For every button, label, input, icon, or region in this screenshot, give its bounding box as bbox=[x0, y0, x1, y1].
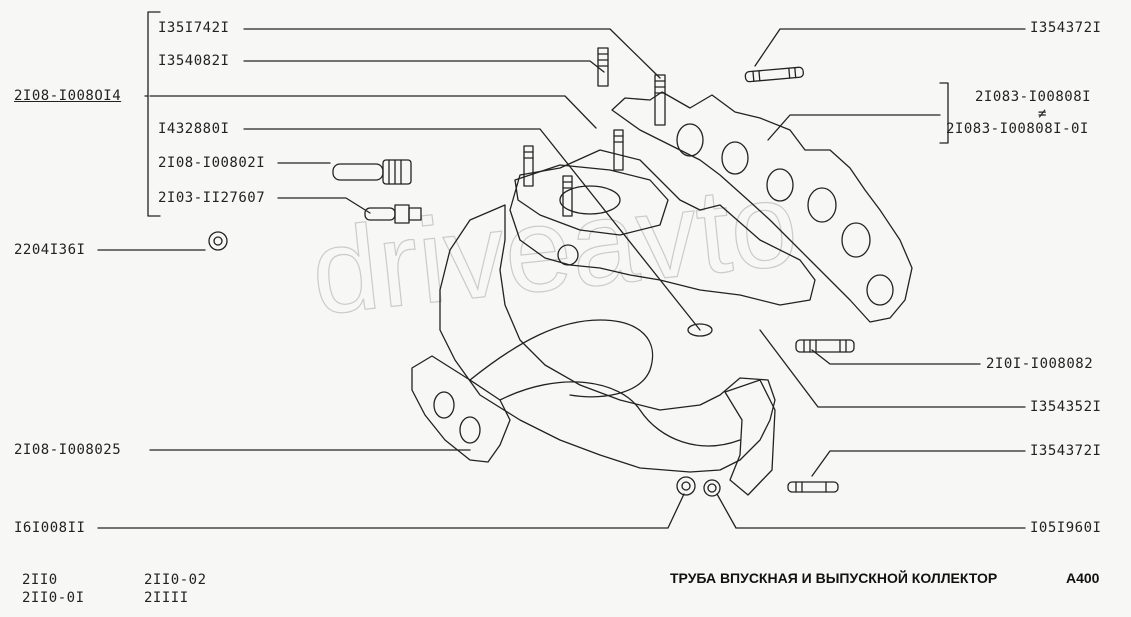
carb-flange bbox=[514, 164, 669, 236]
fitting bbox=[332, 159, 412, 185]
manifold-body bbox=[509, 149, 816, 306]
leader-1354352 bbox=[759, 329, 1026, 408]
manifold-outline bbox=[439, 204, 776, 473]
stud-5 bbox=[613, 129, 624, 171]
leader-1610081 bbox=[97, 493, 685, 529]
stud-2 bbox=[654, 74, 666, 126]
part-label-2108-1008014[interactable]: 2I08-I008OI4 bbox=[14, 88, 122, 104]
stud-right-bottom bbox=[787, 481, 839, 493]
leader-1354372-bottom bbox=[811, 450, 1026, 477]
part-label-2108-1008021[interactable]: 2I08-I00802I bbox=[158, 155, 266, 171]
lower-bracket bbox=[724, 379, 776, 496]
leader-1354372-top bbox=[754, 28, 1026, 67]
stud-4 bbox=[562, 175, 573, 217]
right-bracket bbox=[939, 82, 949, 144]
model-2110-01: 2II0-0I bbox=[22, 590, 85, 606]
part-label-1351742[interactable]: I35I742I bbox=[158, 20, 230, 36]
small-stud bbox=[364, 204, 422, 224]
model-2110-02: 2II0-02 bbox=[144, 572, 207, 588]
part-label-1051960[interactable]: I05I960I bbox=[1030, 520, 1102, 536]
part-label-2204136[interactable]: 2204I36I bbox=[14, 242, 86, 258]
part-label-1610081[interactable]: I6I008II bbox=[14, 520, 86, 536]
leader-2108-1008014 bbox=[149, 95, 597, 129]
part-label-1354352[interactable]: I354352I bbox=[1030, 399, 1102, 415]
part-label-21083-1008081[interactable]: 2I083-I00808I bbox=[975, 89, 1092, 105]
leader-1354082 bbox=[243, 60, 605, 73]
alt-symbol: ≠ bbox=[1038, 106, 1047, 122]
exhaust-gasket bbox=[611, 91, 913, 323]
leader-21083-1008081 bbox=[767, 114, 941, 141]
part-label-1432880[interactable]: I432880I bbox=[158, 121, 230, 137]
washer bbox=[208, 231, 228, 251]
outlet-flange bbox=[411, 355, 511, 463]
stud-3 bbox=[523, 145, 534, 187]
leader-1351742 bbox=[243, 28, 661, 79]
stud-right-mid bbox=[795, 339, 855, 353]
model-2111: 2IIII bbox=[144, 590, 189, 606]
diagram-title: ТРУБА ВПУСКНАЯ И ВЫПУСКНОЙ КОЛЛЕКТОР bbox=[670, 570, 998, 586]
leader-2103-1127607 bbox=[277, 197, 371, 214]
leader-1051960 bbox=[716, 493, 1026, 529]
diagram-code: A400 bbox=[1066, 570, 1100, 586]
part-label-2103-1127607[interactable]: 2I03-II27607 bbox=[158, 190, 266, 206]
leader-1432880 bbox=[243, 128, 701, 331]
model-2110: 2II0 bbox=[22, 572, 58, 588]
part-label-1354372-bottom[interactable]: I354372I bbox=[1030, 443, 1102, 459]
exhaust-pipe bbox=[469, 319, 654, 398]
left-bracket bbox=[147, 11, 161, 217]
stud-top bbox=[597, 47, 609, 87]
part-label-1354372-top[interactable]: I354372I bbox=[1030, 20, 1102, 36]
leader-2101-1008082 bbox=[811, 349, 981, 365]
small-gasket bbox=[687, 323, 713, 337]
nut-right bbox=[703, 479, 721, 497]
part-label-21083-1008081-01[interactable]: 2I083-I00808I-0I bbox=[946, 121, 1089, 137]
part-label-1354082[interactable]: I354082I bbox=[158, 53, 230, 69]
part-label-2108-1008025[interactable]: 2I08-I008025 bbox=[14, 442, 122, 458]
stud-right-top bbox=[744, 66, 804, 83]
part-label-2101-1008082[interactable]: 2I0I-I008082 bbox=[986, 356, 1094, 372]
nut-left bbox=[676, 476, 696, 496]
